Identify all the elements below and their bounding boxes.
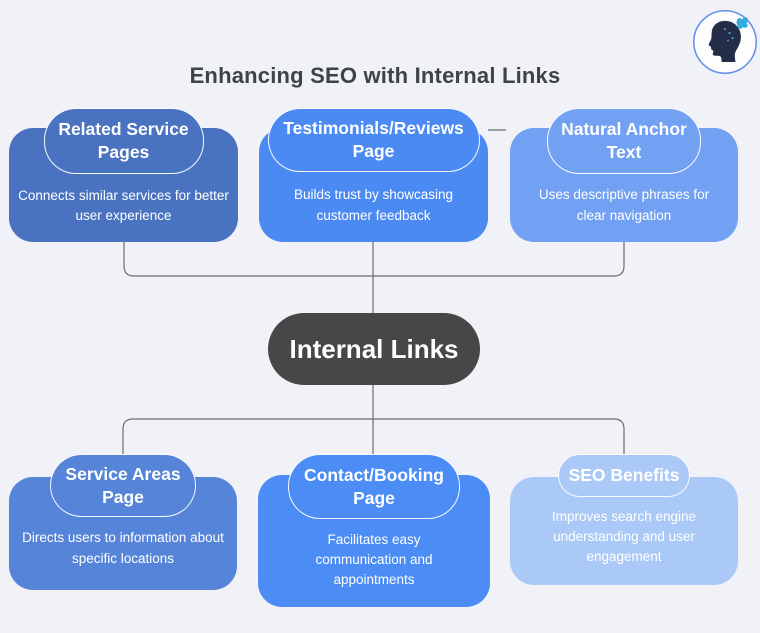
butterfly-icon — [736, 17, 748, 29]
brand-logo-icon — [693, 10, 757, 74]
node-card-natural-anchor-text: Uses descriptive phrases for clear navig… — [510, 108, 738, 242]
node-title: Service Areas Page — [65, 463, 181, 507]
brand-logo — [692, 9, 758, 75]
connector-top-branch — [123, 242, 625, 277]
hair-butterfly-dot — [727, 39, 729, 42]
node-description: Improves search engine understanding and… — [551, 508, 697, 565]
node-description: Connects similar services for better use… — [18, 187, 229, 223]
connector-group — [122, 129, 625, 455]
node-title-pill: Natural Anchor Text — [547, 108, 701, 174]
hair-butterfly-dot — [728, 31, 731, 35]
node-title: SEO Benefits — [568, 465, 680, 486]
node-card-contact-booking-page: Facilitates easy communication and appoi… — [258, 454, 490, 607]
node-description: Builds trust by showcasing customer feed… — [293, 187, 454, 223]
central-node-internal-links: Internal Links — [268, 313, 480, 385]
hair-butterfly-dot — [723, 27, 727, 31]
connector-bottom-branch — [122, 418, 625, 455]
node-card-testimonials-reviews-page: Builds trust by showcasing customer feed… — [259, 108, 488, 242]
hair-butterfly-dot — [731, 36, 734, 40]
node-card-related-service-pages: Connects similar services for better use… — [9, 108, 238, 242]
node-title-pill: Service Areas Page — [50, 454, 196, 517]
node-title: Contact/Booking Page — [304, 464, 444, 508]
woman-silhouette-icon — [708, 20, 741, 62]
node-description: Uses descriptive phrases for clear navig… — [538, 187, 710, 223]
node-card-service-areas-page: Directs users to information about speci… — [9, 454, 237, 590]
node-card-seo-benefits: Improves search engine understanding and… — [510, 454, 738, 585]
node-title: Testimonials/Reviews Page — [283, 118, 464, 161]
node-title-pill: SEO Benefits — [558, 454, 690, 497]
page-title: Enhancing SEO with Internal Links — [189, 62, 561, 88]
node-title: Related Service Pages — [58, 119, 189, 162]
node-title-pill: Related Service Pages — [43, 108, 204, 174]
node-description: Facilitates easy communication and appoi… — [315, 531, 433, 588]
node-title-pill: Testimonials/Reviews Page — [267, 108, 480, 172]
node-description: Directs users to information about speci… — [22, 530, 224, 566]
node-title: Natural Anchor Text — [561, 119, 687, 162]
node-title-pill: Contact/Booking Page — [288, 454, 460, 519]
